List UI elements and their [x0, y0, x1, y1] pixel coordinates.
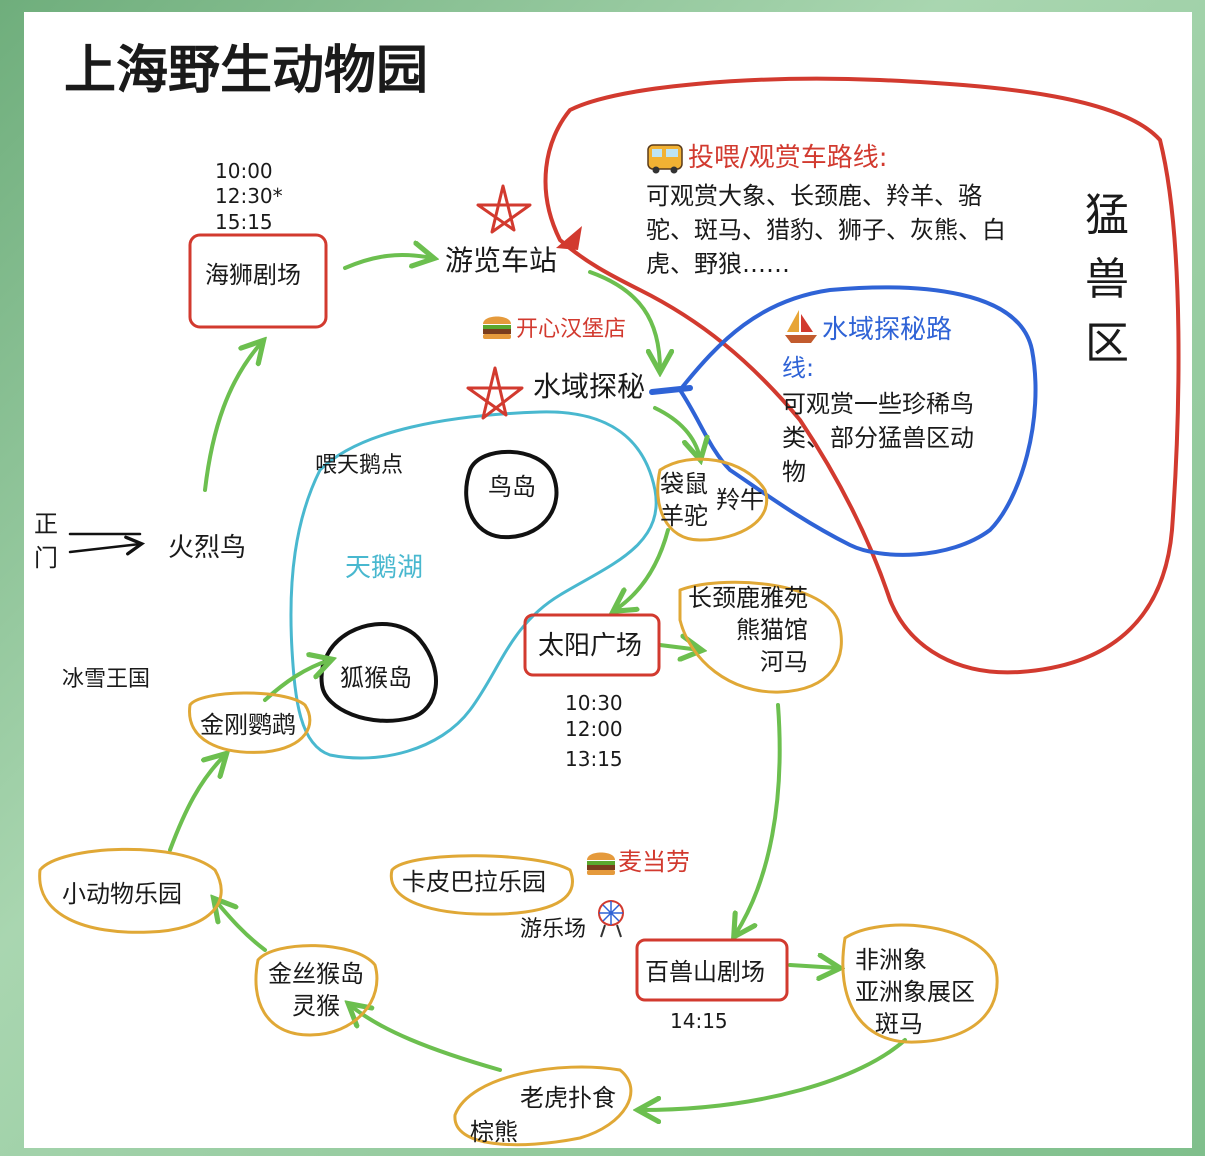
- zebra-label: 斑马: [875, 1010, 923, 1038]
- sun-time-3: 13:15: [565, 747, 623, 771]
- bus-route-line-3: 虎、野狼……: [646, 250, 790, 278]
- bus-route-title: 投喂/观赏车路线:: [688, 143, 888, 173]
- giraffe-label: 长颈鹿雅苑: [688, 584, 808, 612]
- arrow-smallzoo-to-macaw: [168, 755, 225, 852]
- arrow-flamingo-to-sealion: [203, 342, 262, 492]
- burger-icon: [483, 316, 511, 339]
- swan-lake-boundary: [289, 410, 658, 760]
- sealion-theater-label: 海狮剧场: [205, 261, 301, 289]
- playground-label: 游乐场: [520, 917, 586, 942]
- tour-station-label: 游览车站: [445, 244, 557, 277]
- beast-zone-char-2: 兽: [1085, 254, 1129, 305]
- lemur-island-outline: [319, 622, 438, 723]
- beast-zone-pointer: [556, 226, 582, 250]
- water-route-title: 水域探秘路: [822, 315, 952, 345]
- giraffe-blob: [678, 580, 843, 694]
- water-route-line-2: 可观赏一些珍稀鸟: [782, 390, 974, 418]
- smallzoo-blob: [38, 847, 223, 934]
- sealion-time-3: 15:15: [215, 210, 273, 234]
- arrow-giraffe-to-beast: [735, 703, 782, 935]
- ferris-wheel-icon: [598, 900, 624, 938]
- sun-plaza-box: [523, 613, 661, 677]
- sun-plaza-label: 太阳广场: [538, 631, 642, 661]
- burger-shop-label: 开心汉堡店: [516, 317, 626, 342]
- water-route-line-4: 物: [782, 458, 806, 486]
- golden-monkey-label: 金丝猴岛: [268, 960, 364, 988]
- capybara-label: 卡皮巴拉乐园: [402, 868, 546, 896]
- water-explore-label: 水域探秘: [533, 370, 645, 403]
- water-route-line-1: 线:: [782, 354, 814, 382]
- sealion-theater-box: [188, 233, 328, 329]
- capybara-blob: [389, 854, 574, 916]
- arrow-tiger-to-monkey: [350, 1005, 502, 1072]
- entrance-arrow: [68, 534, 140, 552]
- kangaroo-label: 袋鼠: [660, 470, 708, 498]
- water-route-line-3: 类、部分猛兽区动: [782, 424, 974, 452]
- arrow-kangaroo-to-sun: [615, 528, 670, 610]
- arrow-station-to-water: [588, 270, 660, 370]
- macaque-label: 灵猴: [292, 992, 340, 1020]
- bird-island-outline: [464, 449, 559, 540]
- ice-kingdom-label: 冰雪王国: [62, 667, 150, 692]
- tiger-blob: [453, 1065, 633, 1147]
- sealion-time-2: 12:30*: [215, 184, 283, 208]
- macaw-label: 金刚鹦鹉: [200, 711, 296, 739]
- flamingo-label: 火烈鸟: [168, 533, 246, 563]
- arrow-elephant-to-tiger: [640, 1038, 907, 1110]
- bus-icon: [647, 144, 683, 174]
- star-icon: [466, 366, 524, 420]
- arrow-water-to-kangaroo: [653, 406, 700, 458]
- beast-theater-box: [635, 938, 789, 1002]
- hippo-label: 河马: [760, 648, 808, 676]
- elephant-blob: [841, 923, 999, 1044]
- star-icon: [476, 184, 532, 234]
- arrow-monkey-to-smallzoo: [215, 900, 267, 952]
- brown-bear-label: 棕熊: [470, 1118, 518, 1146]
- takin-label: 羚牛: [716, 486, 764, 514]
- asian-elephant-label: 亚洲象展区: [855, 978, 975, 1006]
- water-route-boundary: [678, 285, 1038, 557]
- bus-route-line-2: 驼、斑马、猎豹、狮子、灰熊、白: [646, 216, 1006, 244]
- sun-time-1: 10:30: [565, 691, 623, 715]
- beast-zone-char-3: 区: [1085, 318, 1129, 369]
- african-elephant-label: 非洲象: [855, 946, 927, 974]
- yellow-blobs: [38, 457, 999, 1147]
- swan-lake-label: 天鹅湖: [345, 553, 423, 583]
- beast-zone-char-1: 猛: [1085, 190, 1129, 241]
- gate-label-top: 正: [34, 510, 58, 538]
- lemur-island-label: 狐猴岛: [340, 664, 412, 692]
- alpaca-label: 羊驼: [660, 502, 708, 530]
- monkey-blob: [254, 944, 379, 1037]
- paper-sheet: [24, 12, 1192, 1148]
- mcdonalds-label: 麦当劳: [618, 848, 690, 876]
- beast-theater-time: 14:15: [670, 1009, 728, 1033]
- gate-label-bottom: 门: [34, 544, 58, 572]
- bird-island-label: 鸟岛: [488, 473, 536, 501]
- beast-zone-boundary: [543, 76, 1181, 675]
- panda-label: 熊猫馆: [736, 616, 808, 644]
- page-title: 上海野生动物园: [64, 41, 428, 101]
- sealion-time-1: 10:00: [215, 159, 273, 183]
- kangaroo-blob: [656, 457, 769, 542]
- sailboat-icon: [785, 310, 817, 343]
- burger-icon: [587, 852, 615, 875]
- small-zoo-label: 小动物乐园: [62, 880, 182, 908]
- bus-route-line-1: 可观赏大象、长颈鹿、羚羊、骆: [646, 182, 982, 210]
- water-route-link: [649, 385, 693, 395]
- tiger-label: 老虎扑食: [520, 1084, 616, 1112]
- arrow-sealion-to-station: [343, 255, 432, 270]
- sun-time-2: 12:00: [565, 717, 623, 741]
- beast-theater-label: 百兽山剧场: [645, 958, 765, 986]
- arrow-beast-to-elephant: [788, 965, 838, 968]
- swan-feed-label: 喂天鹅点: [315, 453, 403, 478]
- macaw-blob: [188, 691, 312, 754]
